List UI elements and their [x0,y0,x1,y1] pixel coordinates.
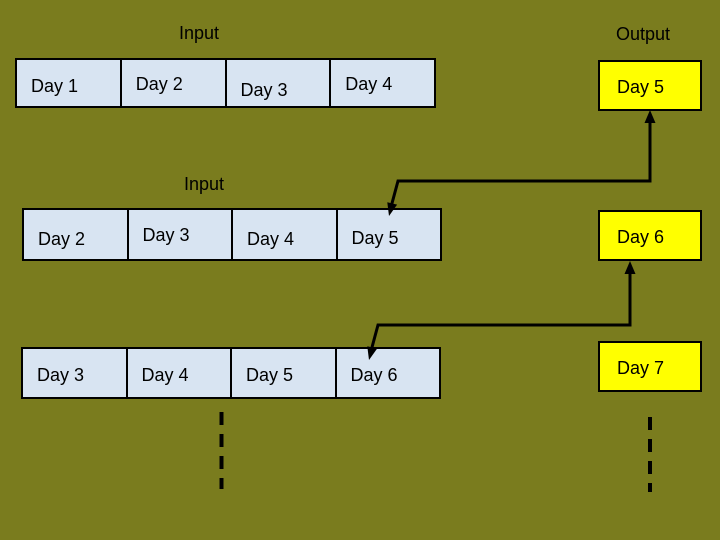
output-box-day-5: Day 5 [598,60,702,111]
input-row-3: Day 3 Day 4 Day 5 Day 6 [21,347,441,399]
arrow-day5-output-to-input-icon [387,110,656,216]
input-row-1-cell-4: Day 4 [329,60,434,106]
input-row-2-cell-1: Day 2 [38,229,86,249]
arrow-day6-output-to-input-icon [367,261,636,360]
output-label: Output [616,24,671,44]
input-label-top: Input [179,23,220,43]
input-row-3-cell-4: Day 6 [334,349,440,397]
input-row-1-cell-1: Day 1 [31,75,79,96]
input-row-1: Day 1 Day 2 Day 3 Day 4 [15,58,436,108]
input-row-2-cell-4: Day 5 [335,210,441,259]
input-row-2-cell-2: Day 3 [126,210,232,259]
output-box-day-7: Day 7 [598,341,702,392]
input-label-middle: Input [184,174,225,194]
input-row-1-cell-3: Day 3 [224,60,330,106]
input-row-3-cell-1: Day 3 [37,364,85,385]
input-row-2: Day 2 Day 3 Day 4 Day 5 [22,208,442,261]
input-row-3-cell-3: Day 5 [230,349,335,397]
output-box-day-6: Day 6 [598,210,702,261]
input-row-2-cell-3: Day 4 [231,210,336,259]
input-row-1-cell-2: Day 2 [119,60,225,106]
input-row-3-cell-2: Day 4 [125,349,231,397]
